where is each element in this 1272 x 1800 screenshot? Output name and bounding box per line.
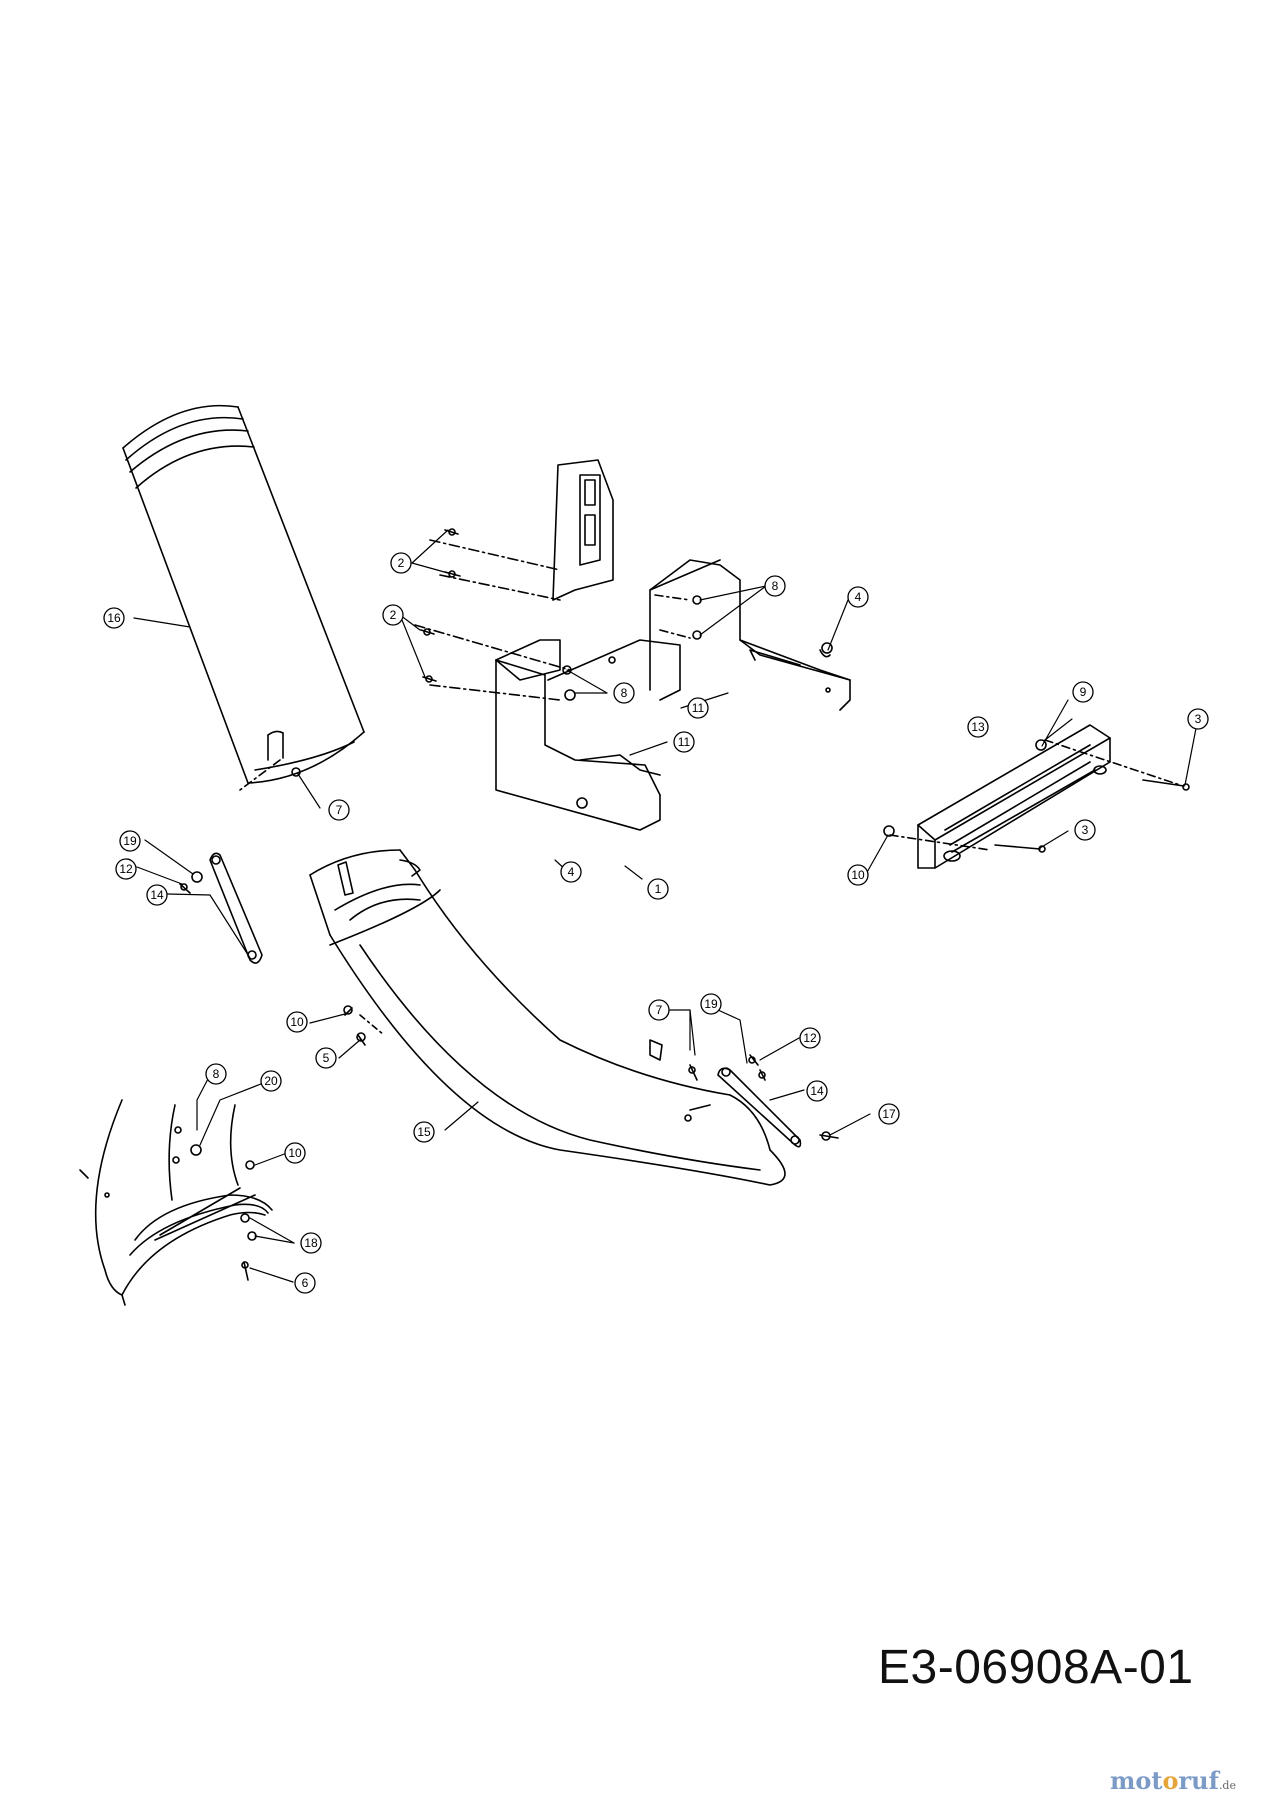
svg-text:4: 4	[855, 590, 862, 604]
svg-text:14: 14	[150, 888, 164, 902]
svg-text:5: 5	[323, 1051, 330, 1065]
svg-text:15: 15	[417, 1125, 431, 1139]
svg-text:12: 12	[803, 1031, 817, 1045]
callout-3a: 3	[1187, 708, 1209, 730]
callout-3b: 3	[1074, 819, 1096, 841]
svg-text:12: 12	[119, 862, 133, 876]
leader-lines	[133, 529, 1199, 1283]
callout-1: 1	[647, 878, 669, 900]
svg-text:2: 2	[398, 556, 405, 570]
watermark-part-c: ruf	[1178, 1766, 1219, 1795]
svg-text:11: 11	[678, 735, 691, 749]
callout-7b: 7	[648, 999, 670, 1021]
callout-9a: 9	[1072, 681, 1094, 703]
callout-7a: 7	[328, 799, 350, 821]
callout-4a: 4	[847, 586, 869, 608]
callout-8c: 8	[205, 1063, 227, 1085]
hardware-parts	[179, 871, 839, 1141]
callout-12a: 12	[115, 858, 137, 880]
svg-text:7: 7	[656, 1003, 663, 1017]
svg-text:8: 8	[621, 686, 628, 700]
link-rod-parts	[209, 852, 802, 1148]
callout-2a: 2	[390, 552, 412, 574]
svg-text:19: 19	[123, 834, 137, 848]
svg-text:18: 18	[304, 1236, 318, 1250]
svg-text:9: 9	[1080, 685, 1087, 699]
callout-19a: 19	[119, 830, 141, 852]
callout-labels: 2 2 16 7 19 12 14 8 8 11 11 4 4 1 9 13 3…	[103, 552, 1209, 1294]
callout-11b: 11	[673, 731, 695, 753]
svg-text:19: 19	[704, 997, 718, 1011]
callout-14a: 14	[146, 884, 168, 906]
watermark-part-a: mot	[1110, 1766, 1163, 1795]
callout-10b: 10	[284, 1142, 306, 1164]
drawing-code: E3-06908A-01	[878, 1641, 1194, 1694]
deflector-handle-part	[883, 724, 1190, 869]
callout-16: 16	[103, 607, 125, 629]
svg-text:20: 20	[264, 1074, 278, 1088]
callout-2b: 2	[382, 604, 404, 626]
callout-6: 6	[294, 1272, 316, 1294]
svg-text:2: 2	[390, 608, 397, 622]
callout-8b: 8	[613, 682, 635, 704]
callout-9b: 10	[847, 864, 869, 886]
svg-text:3: 3	[1195, 712, 1202, 726]
callout-15: 15	[413, 1121, 435, 1143]
callout-19b: 19	[700, 993, 722, 1015]
callout-4b: 4	[560, 861, 582, 883]
svg-text:17: 17	[882, 1107, 896, 1121]
callout-12b: 12	[799, 1027, 821, 1049]
callout-20: 20	[260, 1070, 282, 1092]
svg-text:1: 1	[655, 882, 662, 896]
svg-text:8: 8	[213, 1067, 220, 1081]
svg-text:10: 10	[288, 1146, 302, 1160]
svg-text:16: 16	[107, 611, 121, 625]
callout-17: 17	[878, 1103, 900, 1125]
callout-18: 18	[300, 1232, 322, 1254]
svg-text:14: 14	[810, 1084, 824, 1098]
callout-11a: 11	[687, 697, 709, 719]
svg-text:10: 10	[851, 868, 865, 882]
svg-text:7: 7	[336, 803, 343, 817]
curved-chute-part	[309, 849, 786, 1186]
svg-text:4: 4	[568, 865, 575, 879]
svg-text:11: 11	[692, 701, 705, 715]
callout-5: 5	[315, 1047, 337, 1069]
svg-text:3: 3	[1082, 823, 1089, 837]
svg-text:6: 6	[302, 1276, 309, 1290]
chute-bracket-part	[414, 459, 851, 831]
callout-8a: 8	[764, 575, 786, 597]
watermark-part-b: o	[1162, 1766, 1179, 1795]
svg-text:13: 13	[971, 720, 985, 734]
motoruf-watermark: motoruf.de	[1110, 1766, 1236, 1795]
chute-tube-part	[122, 404, 365, 791]
svg-text:10: 10	[290, 1015, 304, 1029]
callout-14b: 14	[806, 1080, 828, 1102]
watermark-domain: .de	[1218, 1779, 1236, 1792]
callout-13: 13	[967, 716, 989, 738]
svg-text:8: 8	[772, 579, 779, 593]
callout-10a: 10	[286, 1011, 308, 1033]
lower-deflector-part	[79, 1099, 273, 1306]
